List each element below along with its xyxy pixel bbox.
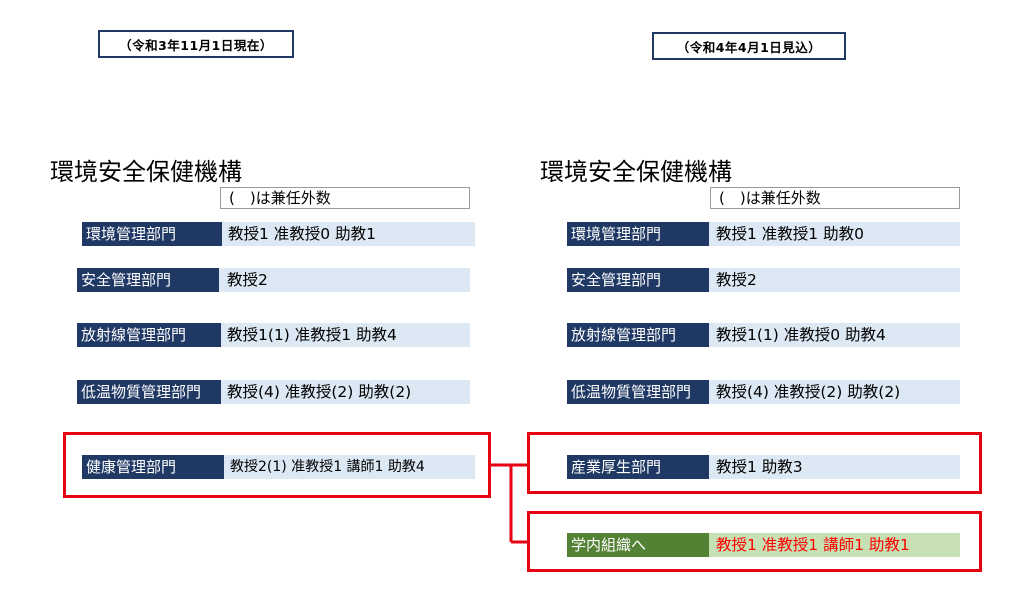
right-row-to-campus-organization: 学内組織へ 教授1 准教授1 講師1 助教1 bbox=[567, 533, 960, 557]
staff-count: 教授2(1) 准教授1 講師1 助教4 bbox=[230, 459, 425, 475]
department-label: 健康管理部門 bbox=[82, 455, 224, 479]
right-row-environment: 環境管理部門 教授1 准教授1 助教0 bbox=[567, 222, 960, 246]
staff-count: 教授2 bbox=[716, 271, 757, 289]
left-row-environment: 環境管理部門 教授1 准教授0 助教1 bbox=[82, 222, 475, 246]
staff-count: 教授2 bbox=[227, 271, 268, 289]
left-concurrent-note: ( )は兼任外数 bbox=[220, 187, 470, 209]
department-label: 環境管理部門 bbox=[567, 222, 709, 246]
left-highlight-box bbox=[63, 432, 491, 498]
department-label: 学内組織へ bbox=[567, 533, 709, 557]
department-label: 低温物質管理部門 bbox=[567, 380, 709, 404]
right-concurrent-note: ( )は兼任外数 bbox=[710, 187, 960, 209]
department-label: 低温物質管理部門 bbox=[77, 380, 221, 404]
right-org-title: 環境安全保健機構 bbox=[540, 158, 732, 186]
left-row-safety: 安全管理部門 教授2 bbox=[77, 268, 470, 292]
department-label: 産業厚生部門 bbox=[567, 455, 709, 479]
staff-count: 教授1(1) 准教授0 助教4 bbox=[716, 326, 886, 344]
staff-count: 教授1 准教授1 講師1 助教1 bbox=[716, 536, 910, 554]
staff-count: 教授1 助教3 bbox=[716, 458, 803, 476]
staff-count: 教授1 准教授1 助教0 bbox=[716, 225, 864, 243]
staff-count: 教授(4) 准教授(2) 助教(2) bbox=[716, 383, 901, 401]
right-row-radiation: 放射線管理部門 教授1(1) 准教授0 助教4 bbox=[567, 323, 960, 347]
department-label: 安全管理部門 bbox=[77, 268, 219, 292]
right-row-occupational-welfare: 産業厚生部門 教授1 助教3 bbox=[567, 455, 960, 479]
left-row-health: 健康管理部門 教授2(1) 准教授1 講師1 助教4 bbox=[82, 455, 475, 479]
department-label: 放射線管理部門 bbox=[567, 323, 709, 347]
staff-count: 教授1 准教授0 助教1 bbox=[228, 225, 376, 243]
right-highlight-box-top bbox=[527, 432, 982, 494]
right-date-box: （令和4年4月1日見込） bbox=[652, 32, 846, 60]
left-row-radiation: 放射線管理部門 教授1(1) 准教授1 助教4 bbox=[77, 323, 470, 347]
department-label: 環境管理部門 bbox=[82, 222, 222, 246]
left-date-box: （令和3年11月1日現在） bbox=[98, 30, 294, 58]
left-row-cryogenic: 低温物質管理部門 教授(4) 准教授(2) 助教(2) bbox=[77, 380, 470, 404]
right-row-safety: 安全管理部門 教授2 bbox=[567, 268, 960, 292]
right-row-cryogenic: 低温物質管理部門 教授(4) 准教授(2) 助教(2) bbox=[567, 380, 960, 404]
staff-count: 教授(4) 准教授(2) 助教(2) bbox=[227, 383, 412, 401]
right-highlight-box-bottom bbox=[527, 511, 982, 572]
left-org-title: 環境安全保健機構 bbox=[50, 158, 242, 186]
department-label: 放射線管理部門 bbox=[77, 323, 221, 347]
department-label: 安全管理部門 bbox=[567, 268, 709, 292]
staff-count: 教授1(1) 准教授1 助教4 bbox=[227, 326, 397, 344]
